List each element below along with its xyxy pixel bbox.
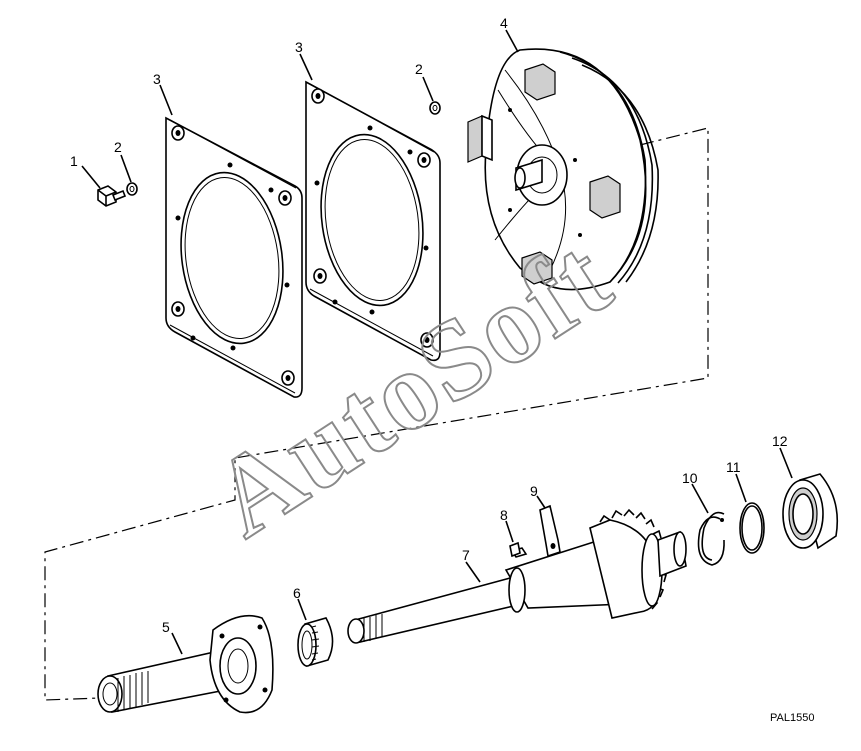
callout-11: 11 xyxy=(726,459,741,475)
drawing-code: PAL1550 xyxy=(770,712,814,724)
callout-2-right: 2 xyxy=(415,61,423,77)
callout-6: 6 xyxy=(293,585,301,601)
part-seal-ring xyxy=(735,473,765,554)
callout-12: 12 xyxy=(772,433,788,449)
part-flex-plate-front xyxy=(159,84,303,398)
part-bearing xyxy=(779,447,839,550)
callout-9: 9 xyxy=(530,483,538,499)
assembly-centerline xyxy=(44,127,709,701)
part-torque-converter xyxy=(467,29,659,291)
part-snap-ring xyxy=(691,483,725,566)
callout-7: 7 xyxy=(462,547,470,563)
part-bolt xyxy=(81,165,127,207)
callout-5: 5 xyxy=(162,619,170,635)
callout-3-rear: 3 xyxy=(295,39,303,55)
callout-4: 4 xyxy=(500,15,508,31)
part-input-shaft xyxy=(97,614,274,714)
callout-2-left: 2 xyxy=(114,139,122,155)
part-bushing xyxy=(297,598,334,668)
callout-1: 1 xyxy=(70,153,78,169)
part-flex-plate-rear xyxy=(299,53,441,362)
part-output-shaft xyxy=(347,508,687,644)
part-washer-right xyxy=(422,76,441,115)
callout-8: 8 xyxy=(500,507,508,523)
part-washer-left xyxy=(120,154,138,196)
callout-10: 10 xyxy=(682,470,698,486)
part-screw xyxy=(505,520,528,558)
callout-3-front: 3 xyxy=(153,71,161,87)
part-bracket xyxy=(536,495,561,558)
